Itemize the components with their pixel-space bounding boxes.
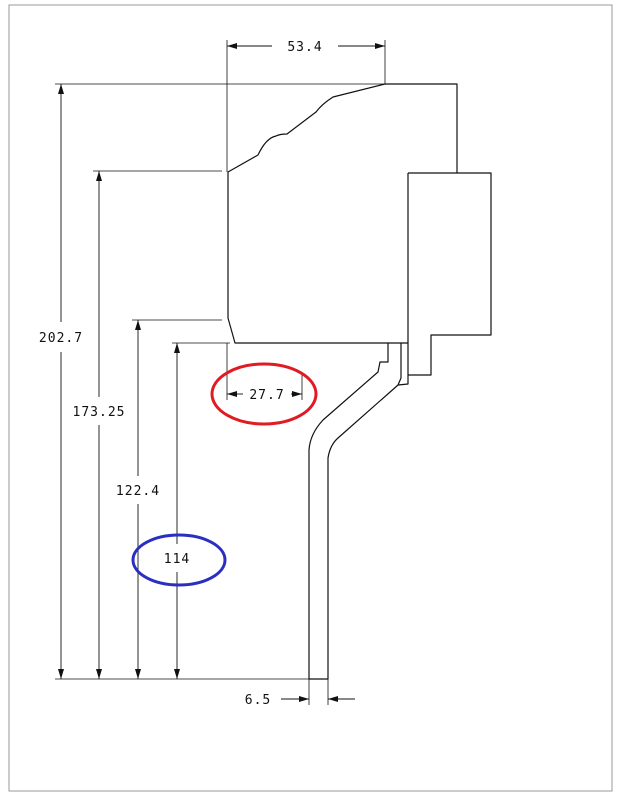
dimension-overall-height-text: 202.7 xyxy=(39,331,83,346)
part-outline-right-box xyxy=(407,172,492,376)
dimension-height-3-text: 122.4 xyxy=(116,484,160,499)
drawing-frame xyxy=(8,4,613,792)
dimension-neck-offset-text: 27.7 xyxy=(249,388,284,403)
red-circle-annotation xyxy=(210,362,318,426)
dimension-height-4: 114 xyxy=(164,343,190,679)
dimension-stem-width: 6.5 xyxy=(245,693,355,708)
dimension-neck-offset: 27.7 xyxy=(227,388,302,403)
dimension-overall-height: 202.7 xyxy=(39,84,83,679)
part-outline-upper-body xyxy=(227,83,458,344)
dimension-height-2: 173.25 xyxy=(73,171,126,679)
part-outline-neck-step xyxy=(397,375,409,386)
dimension-height-4-text: 114 xyxy=(164,552,190,567)
dimension-stem-width-text: 6.5 xyxy=(245,693,271,708)
blue-circle-annotation xyxy=(131,533,227,587)
dimension-top-width-text: 53.4 xyxy=(287,40,322,55)
dimension-top-width: 53.4 xyxy=(227,40,385,55)
dimension-height-2-text: 173.25 xyxy=(73,405,126,420)
dimension-height-3: 122.4 xyxy=(116,320,160,679)
part-outline-neck xyxy=(308,343,402,680)
